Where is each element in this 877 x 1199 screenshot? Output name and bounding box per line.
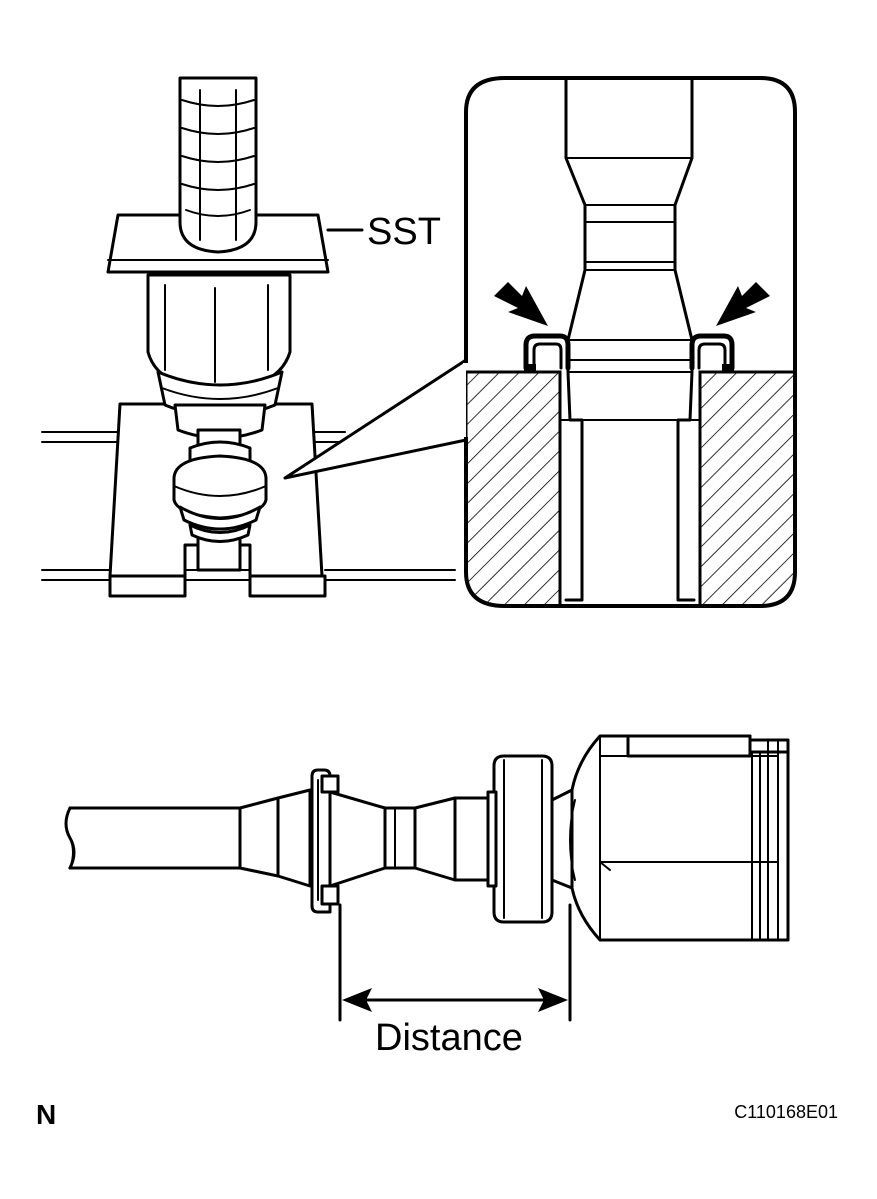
shaft-neck [328, 790, 492, 888]
press-assembly [41, 76, 456, 598]
figure-code: C110168E01 [734, 1102, 838, 1122]
seal-cup-left [523, 333, 571, 371]
seal-cup-side [310, 768, 340, 914]
dimension-arrow-left-icon [342, 988, 372, 1012]
seal-cup-right [689, 333, 735, 371]
press-ram [178, 76, 258, 254]
shaft-side-view [64, 734, 790, 942]
detail-callout [283, 76, 797, 608]
taper-section [238, 788, 312, 888]
distance-dimension [338, 903, 572, 1022]
inner-shaft [172, 428, 268, 572]
dimension-arrow-right-icon [538, 988, 568, 1012]
bearing-ring [486, 754, 554, 924]
outer-housing [550, 734, 790, 942]
view-letter: N [36, 1099, 56, 1130]
sst-label: SST [367, 211, 441, 253]
press-direction-arrow-icon [716, 282, 770, 326]
hatched-housing [466, 370, 795, 606]
distance-label: Distance [375, 1017, 523, 1059]
press-direction-arrow-icon [494, 282, 548, 326]
shaft-stem [64, 806, 242, 870]
outer-race-body [146, 273, 292, 440]
